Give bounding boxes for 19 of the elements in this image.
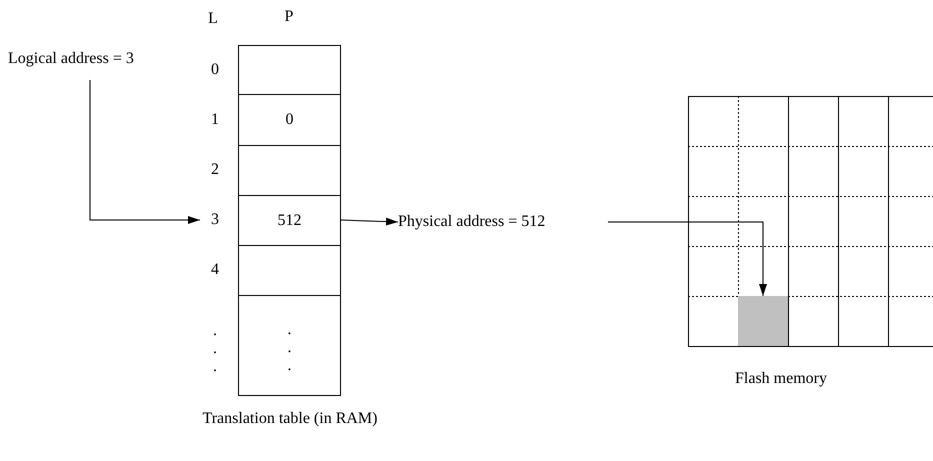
row-index: 3 (210, 210, 220, 230)
arrow (608, 222, 767, 296)
table-row: 0 (238, 94, 341, 146)
memory-label: Flash memory (735, 370, 827, 388)
row-index: 2 (210, 160, 220, 180)
row-index: 0 (210, 60, 220, 80)
address-text: Logical address = 3 (8, 50, 178, 76)
row-index: 1 (210, 110, 220, 130)
column-header: P (284, 8, 294, 26)
address-text: Physical address = 512 (398, 210, 590, 234)
arrow (90, 80, 200, 224)
column-header: L (207, 10, 219, 28)
table-row: . . . (238, 295, 341, 396)
row-index: 4 (210, 260, 220, 280)
memory-cell (738, 296, 788, 346)
table-row: 512 (238, 195, 341, 246)
table-label: Translation table (in RAM) (202, 409, 378, 429)
row-index: . . . (212, 321, 218, 377)
arrow (340, 218, 398, 226)
